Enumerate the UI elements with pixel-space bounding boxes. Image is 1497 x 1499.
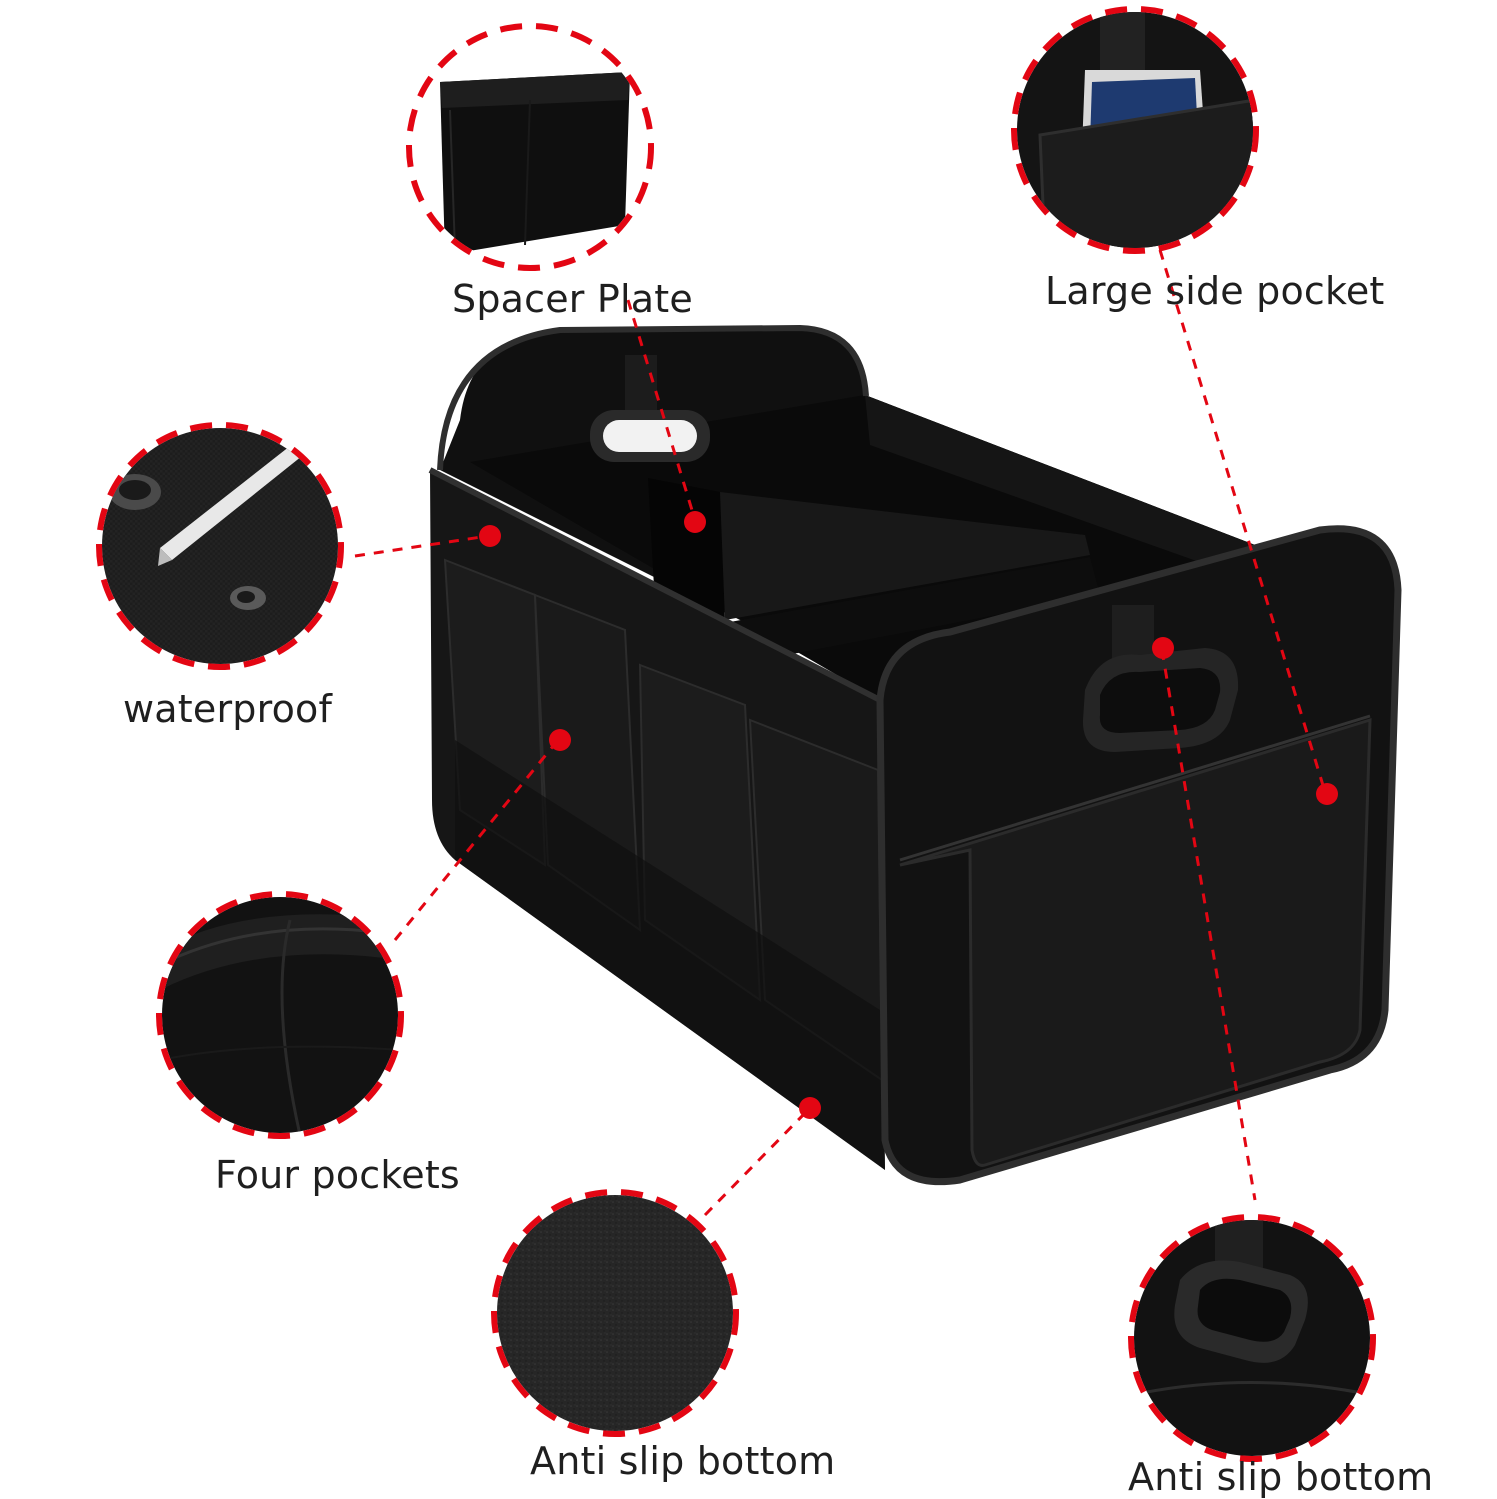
trunk-organizer xyxy=(428,324,1402,1186)
label-large-side-pocket: Large side pocket xyxy=(1045,269,1385,313)
dot-waterproof xyxy=(479,525,501,547)
detail-large-side-pocket xyxy=(1011,6,1259,254)
dot-anti-slip-right xyxy=(1152,637,1174,659)
label-anti-slip-bottom-left: Anti slip bottom xyxy=(530,1439,836,1483)
label-waterproof: waterproof xyxy=(123,687,333,731)
label-spacer-plate: Spacer Plate xyxy=(452,277,693,321)
dot-side-pocket xyxy=(1316,783,1338,805)
callout-dots xyxy=(479,511,1338,1119)
detail-spacer-plate xyxy=(406,23,654,271)
dot-four-pockets xyxy=(549,729,571,751)
label-four-pockets: Four pockets xyxy=(215,1153,460,1197)
detail-anti-slip-felt xyxy=(491,1189,739,1437)
dot-spacer xyxy=(684,511,706,533)
callout-lines xyxy=(354,249,1327,1217)
label-anti-slip-bottom-right: Anti slip bottom xyxy=(1128,1455,1434,1499)
detail-waterproof xyxy=(96,422,344,670)
detail-anti-slip-handle xyxy=(1128,1214,1376,1462)
detail-four-pockets xyxy=(156,891,404,1139)
dot-anti-slip-left xyxy=(799,1097,821,1119)
